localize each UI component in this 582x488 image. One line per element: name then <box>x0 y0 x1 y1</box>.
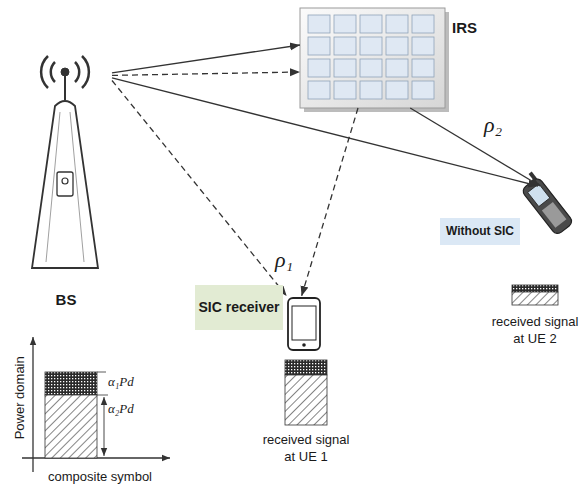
irs-panel <box>300 8 449 112</box>
irs-element <box>386 37 408 55</box>
irs-element <box>386 59 408 77</box>
radio-wave <box>41 56 48 88</box>
irs-element <box>386 81 408 99</box>
tower-panel <box>57 172 73 196</box>
phone-body <box>288 298 320 350</box>
signal-caption: received signal at UE 1 <box>262 432 350 466</box>
axis-label: Power domain <box>12 343 28 453</box>
irs-element <box>308 81 330 99</box>
phone-keypad <box>542 202 567 228</box>
irs-element <box>412 81 434 99</box>
flip-phone <box>516 170 574 236</box>
irs-element <box>360 15 382 33</box>
base-station-node: BS <box>20 55 112 310</box>
panel-shadow <box>304 12 449 112</box>
irs-element <box>308 15 330 33</box>
irs-element <box>334 81 356 99</box>
irs-element <box>334 59 356 77</box>
panel-frame <box>300 8 445 108</box>
node-title: IRS <box>452 18 496 38</box>
power-label: α₁Pd <box>108 374 158 390</box>
tick-line <box>97 372 106 373</box>
dashed-link <box>302 108 358 296</box>
tick-line <box>97 395 108 396</box>
user-equipment: received signal at UE 2 <box>492 186 578 346</box>
node-title: BS <box>20 290 112 310</box>
box-text: Without SIC <box>446 225 514 239</box>
irs-element <box>334 37 356 55</box>
signal-link <box>112 45 300 73</box>
signal-caption: received signal at UE 2 <box>488 314 582 348</box>
irs-element <box>360 59 382 77</box>
irs-element <box>412 37 434 55</box>
radio-wave <box>51 62 55 82</box>
irs-element <box>360 81 382 99</box>
irs-element <box>308 37 330 55</box>
channel-label: ρ₁ <box>275 247 307 273</box>
phone-body <box>521 177 574 236</box>
phone-button <box>302 343 306 347</box>
irs-element <box>308 59 330 77</box>
signal-part-1 <box>285 360 327 375</box>
dashed-link <box>112 72 300 75</box>
signal-part-2 <box>512 292 558 305</box>
antenna-dot <box>61 68 69 76</box>
irs-element <box>386 15 408 33</box>
irs-node: IRS <box>300 8 445 108</box>
mode-box: Without SIC <box>440 218 520 245</box>
phone-screen <box>292 306 316 340</box>
axis-label: composite symbol <box>35 469 165 485</box>
signal-link <box>410 108 540 186</box>
tower-body <box>32 101 98 268</box>
irs-elements <box>308 15 434 99</box>
irs-element <box>334 15 356 33</box>
power-part-1 <box>45 372 97 395</box>
box-text: SIC receiver <box>199 299 280 315</box>
irs-element <box>412 59 434 77</box>
antenna-stem <box>64 76 66 100</box>
power-part-2 <box>45 395 97 458</box>
smartphone <box>288 298 320 350</box>
signal-link <box>112 78 538 186</box>
y-axis <box>32 337 33 472</box>
phone-screen <box>528 184 550 207</box>
base-station <box>32 56 98 268</box>
dimension-arrow <box>104 397 105 456</box>
user-equipment: received signal at UE 1 <box>262 296 350 468</box>
tower-panel-dot <box>62 178 68 184</box>
radio-wave <box>75 62 79 82</box>
power-plot <box>22 337 170 472</box>
radio-wave <box>82 56 89 88</box>
irs-element <box>412 15 434 33</box>
dashed-link <box>112 81 287 297</box>
mode-box: SIC receiver <box>195 285 283 330</box>
channel-label: ρ₂ <box>484 112 524 138</box>
signal-part-2 <box>285 375 327 425</box>
signal-part-1 <box>512 285 558 292</box>
irs-element <box>360 37 382 55</box>
power-label: α₂Pd <box>108 401 158 417</box>
